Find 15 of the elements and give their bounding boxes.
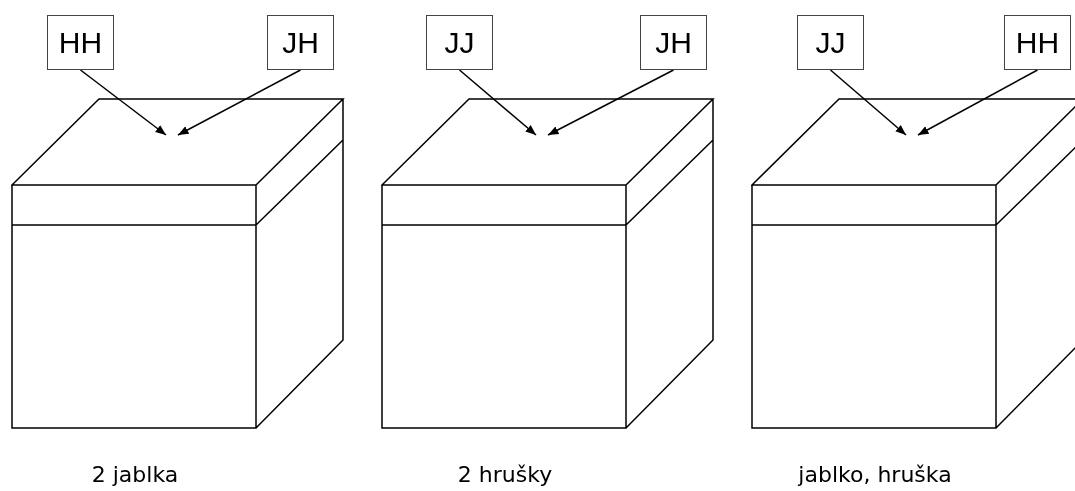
leader-arrow [458, 69, 537, 136]
label-box: JJ [797, 15, 864, 70]
label-box: JH [267, 15, 334, 70]
leader-arrow [547, 69, 675, 136]
label-box: JH [640, 15, 707, 70]
leader-arrow [79, 69, 167, 136]
leader-arrow [917, 69, 1039, 136]
box-label: 2 jablka [91, 462, 179, 487]
label-box: HH [47, 15, 114, 70]
leader-arrow [829, 69, 907, 136]
leader-arrow [177, 69, 302, 136]
box-label: jablko, hruška [798, 462, 952, 487]
label-box: JJ [426, 15, 493, 70]
box-label: 2 hrušky [457, 462, 553, 487]
label-box: HH [1004, 15, 1071, 70]
